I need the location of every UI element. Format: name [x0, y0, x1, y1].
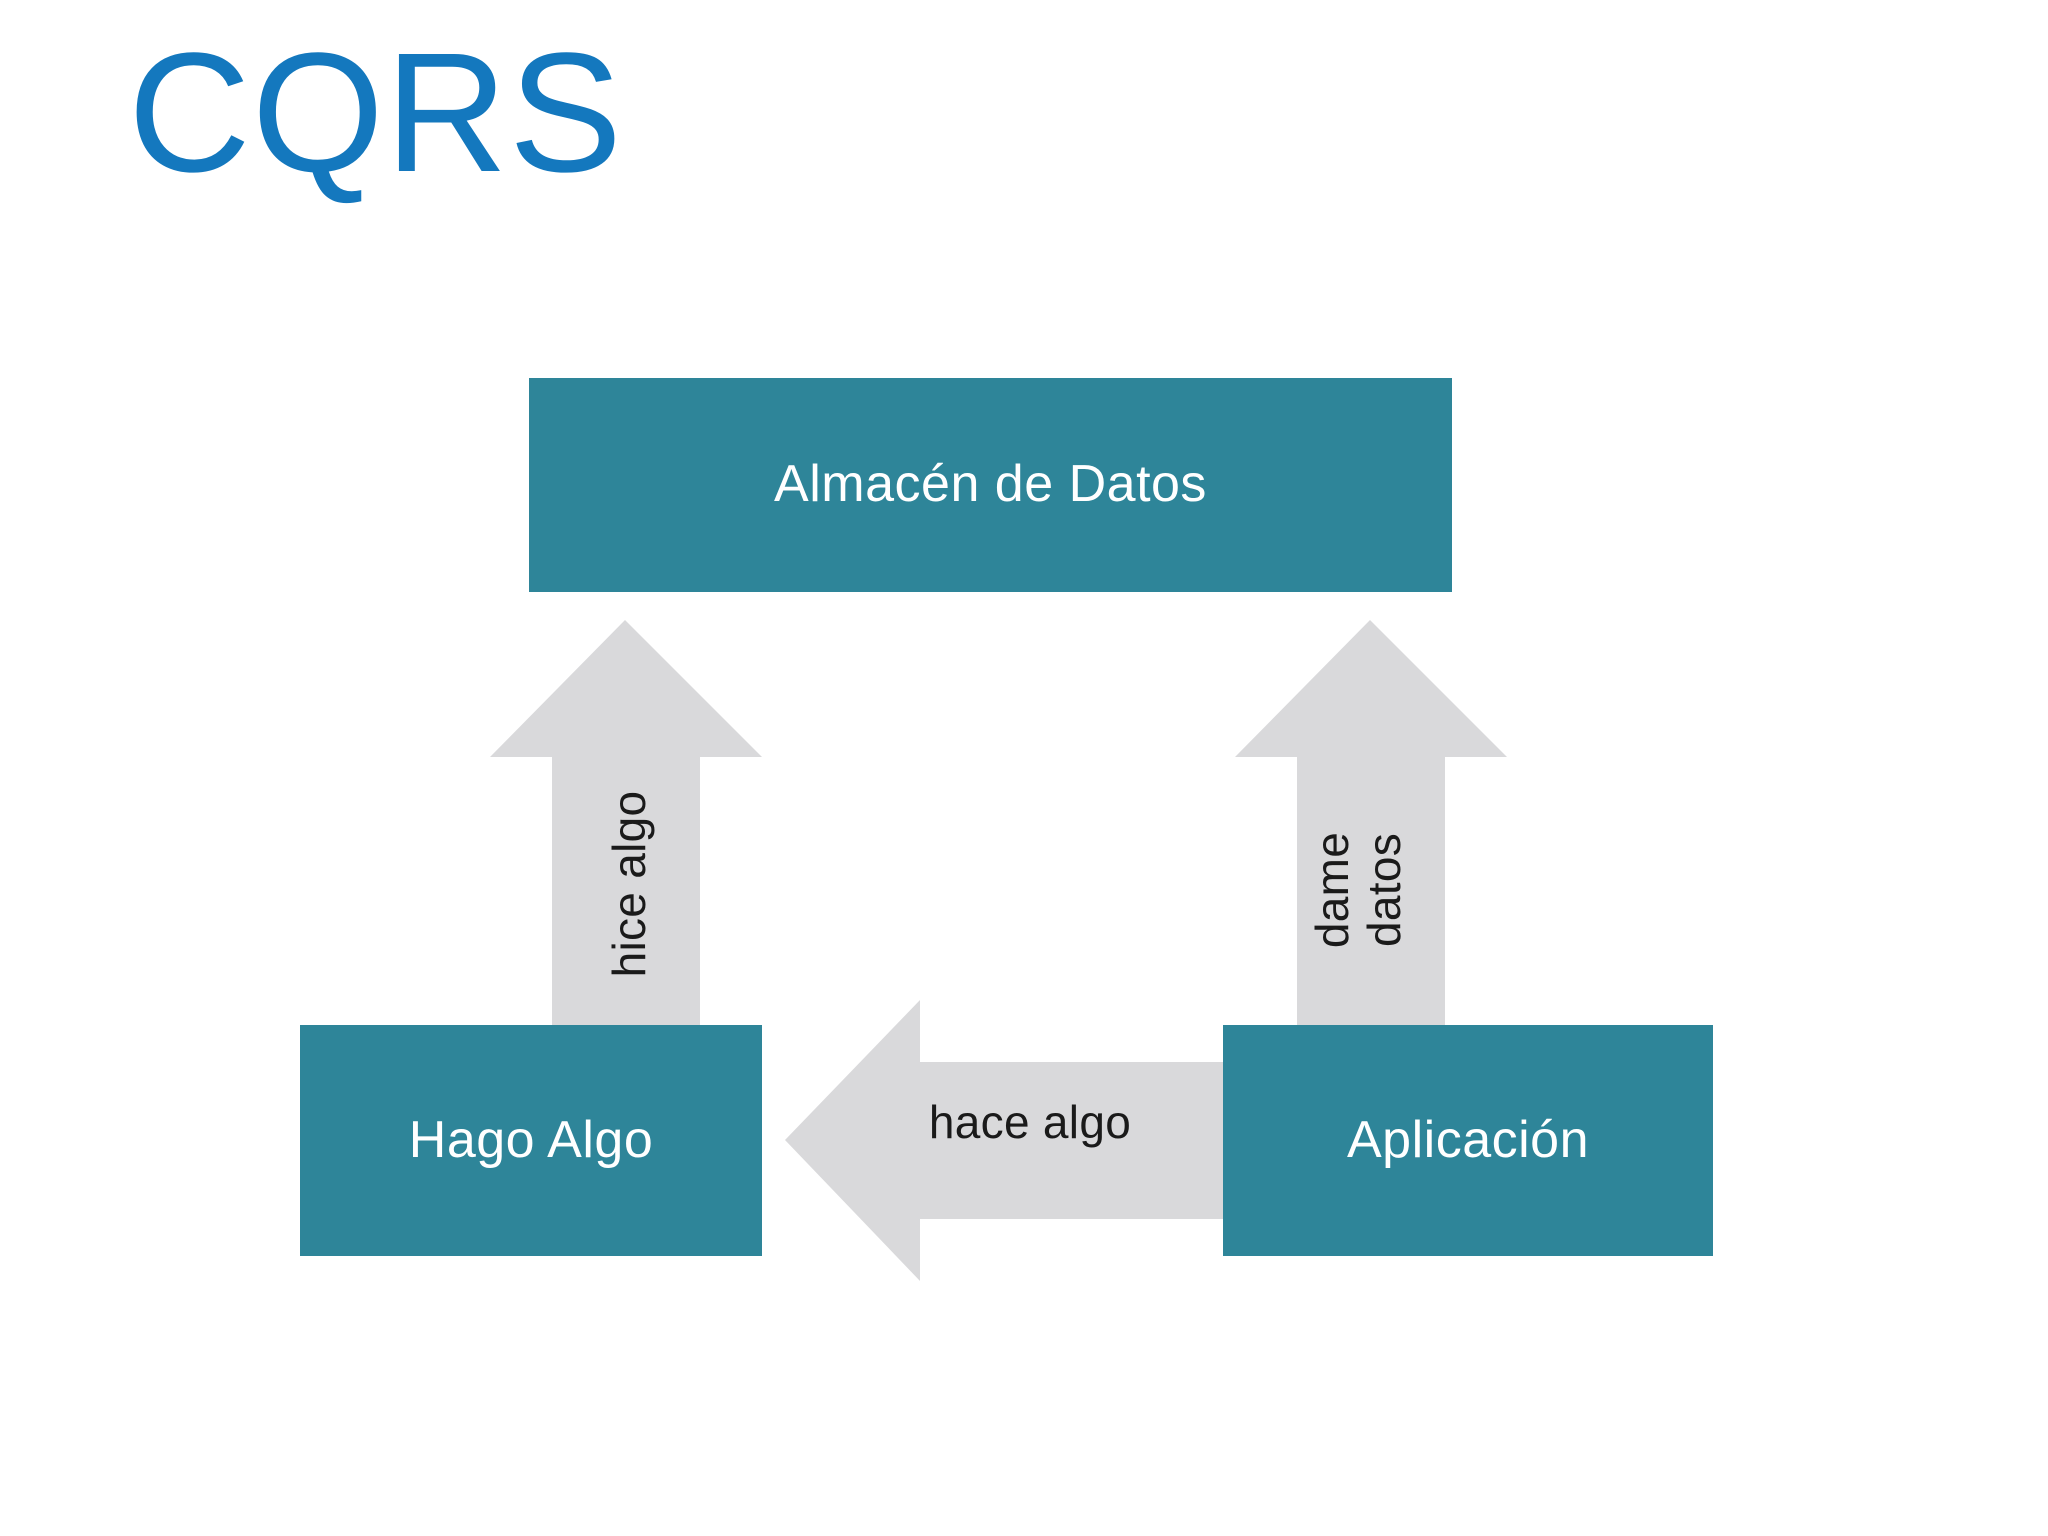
page-title: CQRS [128, 18, 624, 208]
node-aplicacion[interactable]: Aplicación [1223, 1025, 1713, 1256]
node-almacen-de-datos[interactable]: Almacén de Datos [529, 378, 1452, 592]
node-hago-algo[interactable]: Hago Algo [300, 1025, 762, 1256]
node-label-hago-algo: Hago Algo [408, 1110, 654, 1169]
node-label-almacen-de-datos: Almacén de Datos [774, 455, 1207, 514]
arrow-label-dame-datos-line-1: dame [1306, 831, 1359, 949]
arrow-label-hace-algo: hace algo [928, 1096, 1132, 1148]
arrow-label-dame-datos: dame datos [1299, 750, 1419, 1030]
arrow-label-hice-algo: hice algo [603, 790, 655, 978]
arrow-label-dame-datos-line-2: datos [1358, 832, 1410, 948]
node-label-aplicacion: Aplicación [1346, 1110, 1590, 1169]
